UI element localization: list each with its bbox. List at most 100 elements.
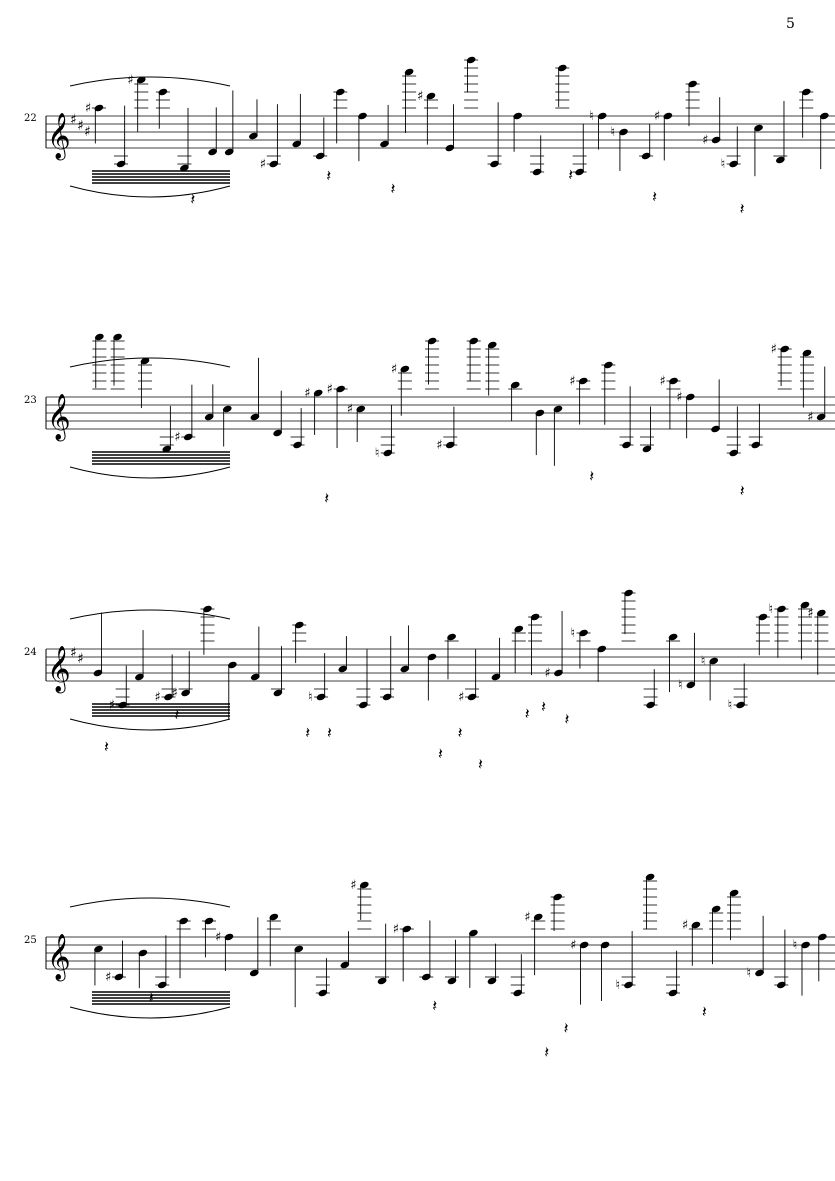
note-head: [269, 913, 279, 921]
note-head: [776, 156, 785, 164]
rest-icon: 𝄽: [702, 1002, 707, 1021]
sharp-icon: ♯: [215, 930, 221, 945]
sharp-icon: ♯: [327, 382, 333, 397]
rest-icon: 𝄽: [458, 723, 463, 742]
note-head: [801, 88, 811, 96]
note-head: [93, 669, 103, 677]
slur: [69, 609, 231, 620]
note-head: [445, 441, 455, 449]
measure-number-24: 24: [24, 647, 37, 658]
note-head: [359, 701, 368, 709]
natural-icon: ♮: [793, 938, 798, 953]
note-head: [447, 977, 457, 985]
note-head: [316, 693, 326, 701]
note-head: [94, 945, 103, 953]
note-head: [816, 609, 826, 617]
note-head: [801, 941, 810, 949]
note-head: [578, 377, 588, 385]
note-head: [136, 76, 146, 84]
note-head: [313, 389, 323, 397]
natural-icon: ♮: [611, 125, 616, 140]
note-head: [754, 124, 763, 132]
note-head: [183, 433, 193, 441]
note-head: [686, 681, 696, 689]
note-head: [532, 168, 542, 176]
rest-icon: 𝄽: [478, 755, 483, 774]
sharp-icon: ♯: [172, 686, 178, 701]
slur: [69, 76, 231, 87]
sharp-icon: ♯: [347, 402, 353, 417]
note-head: [553, 405, 563, 413]
sharp-icon: ♯: [524, 910, 530, 925]
note-head: [273, 429, 282, 437]
note-head: [467, 693, 477, 701]
sharp-icon: ♯: [304, 386, 310, 401]
note-head: [292, 140, 302, 148]
note-head: [553, 893, 563, 901]
natural-icon: ♮: [701, 654, 706, 669]
note-head: [668, 989, 678, 997]
rest-icon: 𝄽: [740, 481, 745, 500]
note-head: [491, 673, 501, 681]
note-head: [691, 921, 701, 929]
sharp-icon: ♯: [393, 922, 399, 937]
key-sharp-icon: ♯: [84, 124, 91, 140]
note-head: [641, 152, 651, 160]
sharp-icon: ♯: [654, 109, 660, 124]
rest-icon: 𝄽: [544, 1042, 549, 1061]
note-head: [404, 68, 414, 76]
note-head: [140, 357, 150, 365]
note-head: [400, 665, 410, 673]
sharp-icon: ♯: [105, 970, 111, 985]
rest-icon: 𝄽: [175, 705, 180, 724]
natural-icon: ♮: [375, 446, 380, 461]
sharp-icon: ♯: [391, 362, 397, 377]
note-head: [269, 160, 279, 168]
slur: [69, 185, 231, 198]
note-head: [340, 961, 350, 969]
note-head: [624, 589, 633, 597]
note-head: [95, 333, 104, 341]
note-head: [164, 693, 173, 701]
note-head: [359, 881, 369, 889]
note-head: [816, 413, 826, 421]
note-head: [402, 925, 412, 933]
rest-icon: 𝄽: [568, 165, 573, 184]
sharp-icon: ♯: [570, 938, 576, 953]
note-head: [579, 629, 588, 637]
rest-icon: 𝄽: [589, 467, 594, 486]
note-head: [751, 441, 761, 449]
note-head: [400, 365, 410, 373]
rest-icon: 𝄽: [324, 488, 329, 507]
note-head: [513, 989, 523, 997]
note-head: [179, 917, 188, 925]
note-head: [158, 88, 168, 96]
note-head: [514, 625, 524, 633]
note-head: [711, 425, 720, 433]
note-head: [116, 160, 126, 168]
measure-number-23: 23: [24, 395, 37, 406]
slur: [69, 897, 231, 908]
treble-clef-icon: 𝄞: [47, 646, 71, 694]
note-head: [250, 413, 260, 421]
note-head: [600, 941, 610, 949]
sharp-icon: ♯: [544, 666, 550, 681]
rest-icon: 𝄽: [327, 723, 332, 742]
note-head: [338, 665, 348, 673]
note-head: [729, 449, 739, 457]
note-head: [557, 64, 567, 72]
note-head: [624, 981, 633, 989]
note-head: [777, 605, 786, 613]
note-head: [162, 445, 172, 453]
note-head: [224, 933, 234, 941]
sharp-icon: ♯: [569, 374, 575, 389]
note-head: [619, 128, 628, 136]
rest-icon: 𝄽: [525, 704, 530, 723]
natural-icon: ♮: [589, 109, 594, 124]
note-head: [819, 112, 829, 120]
note-head: [203, 605, 212, 613]
natural-icon: ♮: [571, 626, 576, 641]
note-head: [709, 657, 719, 665]
note-head: [776, 981, 786, 989]
